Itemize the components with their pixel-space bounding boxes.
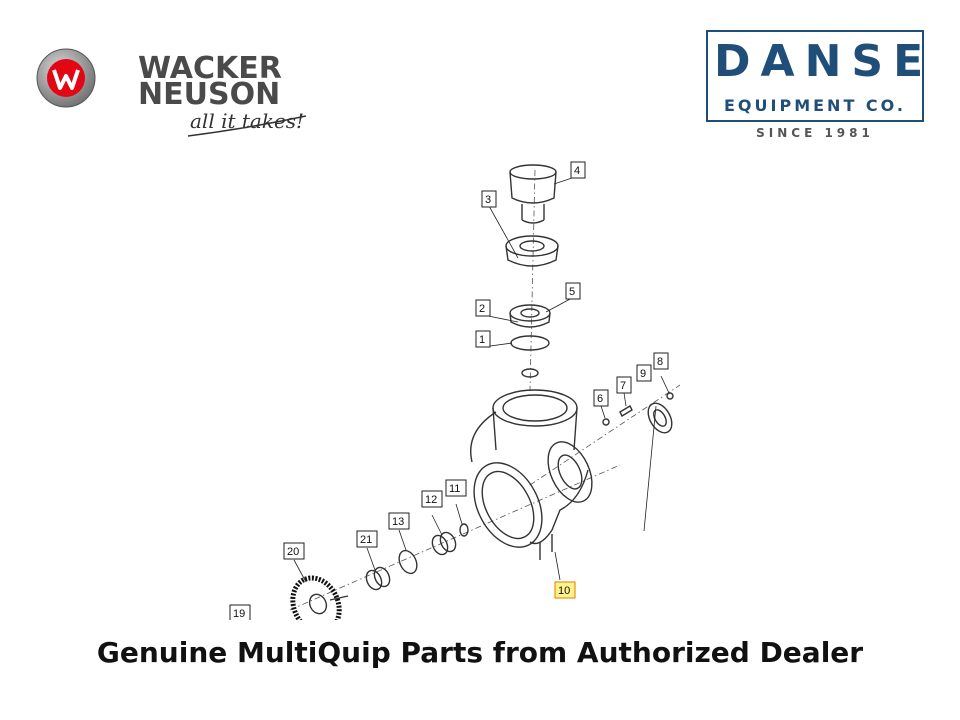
danse-equipment-logo: DANSE EQUIPMENT CO. SINCE 1981 — [706, 30, 928, 150]
svg-text:2: 2 — [479, 303, 485, 315]
wacker-neuson-logo: WACKER NEUSON all it takes! — [30, 40, 320, 150]
callout-21: 21 — [356, 530, 378, 548]
part-bushing — [365, 566, 391, 591]
part-bearing — [509, 304, 551, 328]
part-housing — [470, 389, 593, 560]
part-o-ring — [521, 368, 539, 378]
dealer-name: DANSE — [714, 36, 934, 87]
part-retaining-ring — [510, 335, 550, 351]
callout-13: 13 — [388, 512, 410, 530]
svg-text:3: 3 — [485, 194, 491, 206]
svg-text:4: 4 — [574, 165, 580, 177]
brand-neuson: NEUSON — [138, 77, 280, 112]
brand-tagline: all it takes! — [190, 109, 304, 133]
part-screw — [666, 392, 674, 400]
part-needle-bearing — [431, 531, 457, 556]
leader-lines — [293, 177, 670, 583]
horizontal-axis — [289, 464, 621, 611]
callout-20: 20 — [283, 542, 305, 560]
callout-5: 5 — [565, 282, 581, 300]
callout-6: 6 — [593, 389, 609, 407]
svg-text:12: 12 — [425, 494, 437, 506]
part-snap-ring — [398, 549, 418, 575]
part-gear — [290, 575, 349, 620]
svg-text:6: 6 — [597, 393, 603, 405]
vertical-axis — [529, 169, 536, 391]
callout-7: 7 — [616, 376, 632, 394]
callout-1: 1 — [475, 330, 491, 348]
part-cup — [509, 164, 557, 224]
part-pin — [602, 418, 610, 426]
callout-11: 11 — [445, 479, 467, 497]
svg-text:21: 21 — [360, 534, 372, 546]
callout-8: 8 — [653, 352, 669, 370]
part-small-o-ring — [459, 523, 469, 537]
brand-wacker: WACKER — [138, 51, 282, 86]
svg-text:20: 20 — [287, 546, 299, 558]
callout-10-highlighted: 10 — [554, 581, 576, 599]
exploded-parts-diagram: 4 3 5 2 1 6 7 9 8 11 12 13 21 20 19 10 — [229, 161, 680, 620]
svg-text:5: 5 — [569, 286, 575, 298]
dealer-subtitle: EQUIPMENT CO. — [724, 96, 906, 115]
svg-text:19: 19 — [233, 608, 245, 620]
part-grease-fitting — [619, 405, 633, 417]
dealer-caption: Genuine MultiQuip Parts from Authorized … — [96, 636, 864, 669]
callout-4: 4 — [570, 161, 586, 179]
svg-text:9: 9 — [640, 368, 646, 380]
svg-text:11: 11 — [449, 483, 460, 495]
callout-19: 19 — [229, 604, 251, 620]
svg-text:8: 8 — [657, 356, 663, 368]
callout-3: 3 — [481, 190, 497, 208]
svg-text:10: 10 — [558, 585, 570, 597]
part-split-ring — [505, 235, 559, 267]
wacker-neuson-logo-graphic: WACKER NEUSON all it takes! — [36, 48, 307, 137]
svg-text:13: 13 — [392, 516, 404, 528]
callout-9: 9 — [636, 364, 652, 382]
side-axis — [529, 384, 680, 486]
callout-2: 2 — [475, 299, 491, 317]
callout-12: 12 — [421, 490, 443, 508]
dealer-since: SINCE 1981 — [756, 126, 874, 140]
svg-text:1: 1 — [479, 334, 485, 346]
svg-text:7: 7 — [620, 380, 626, 392]
logo-frame — [706, 30, 924, 122]
part-seal — [647, 402, 673, 434]
